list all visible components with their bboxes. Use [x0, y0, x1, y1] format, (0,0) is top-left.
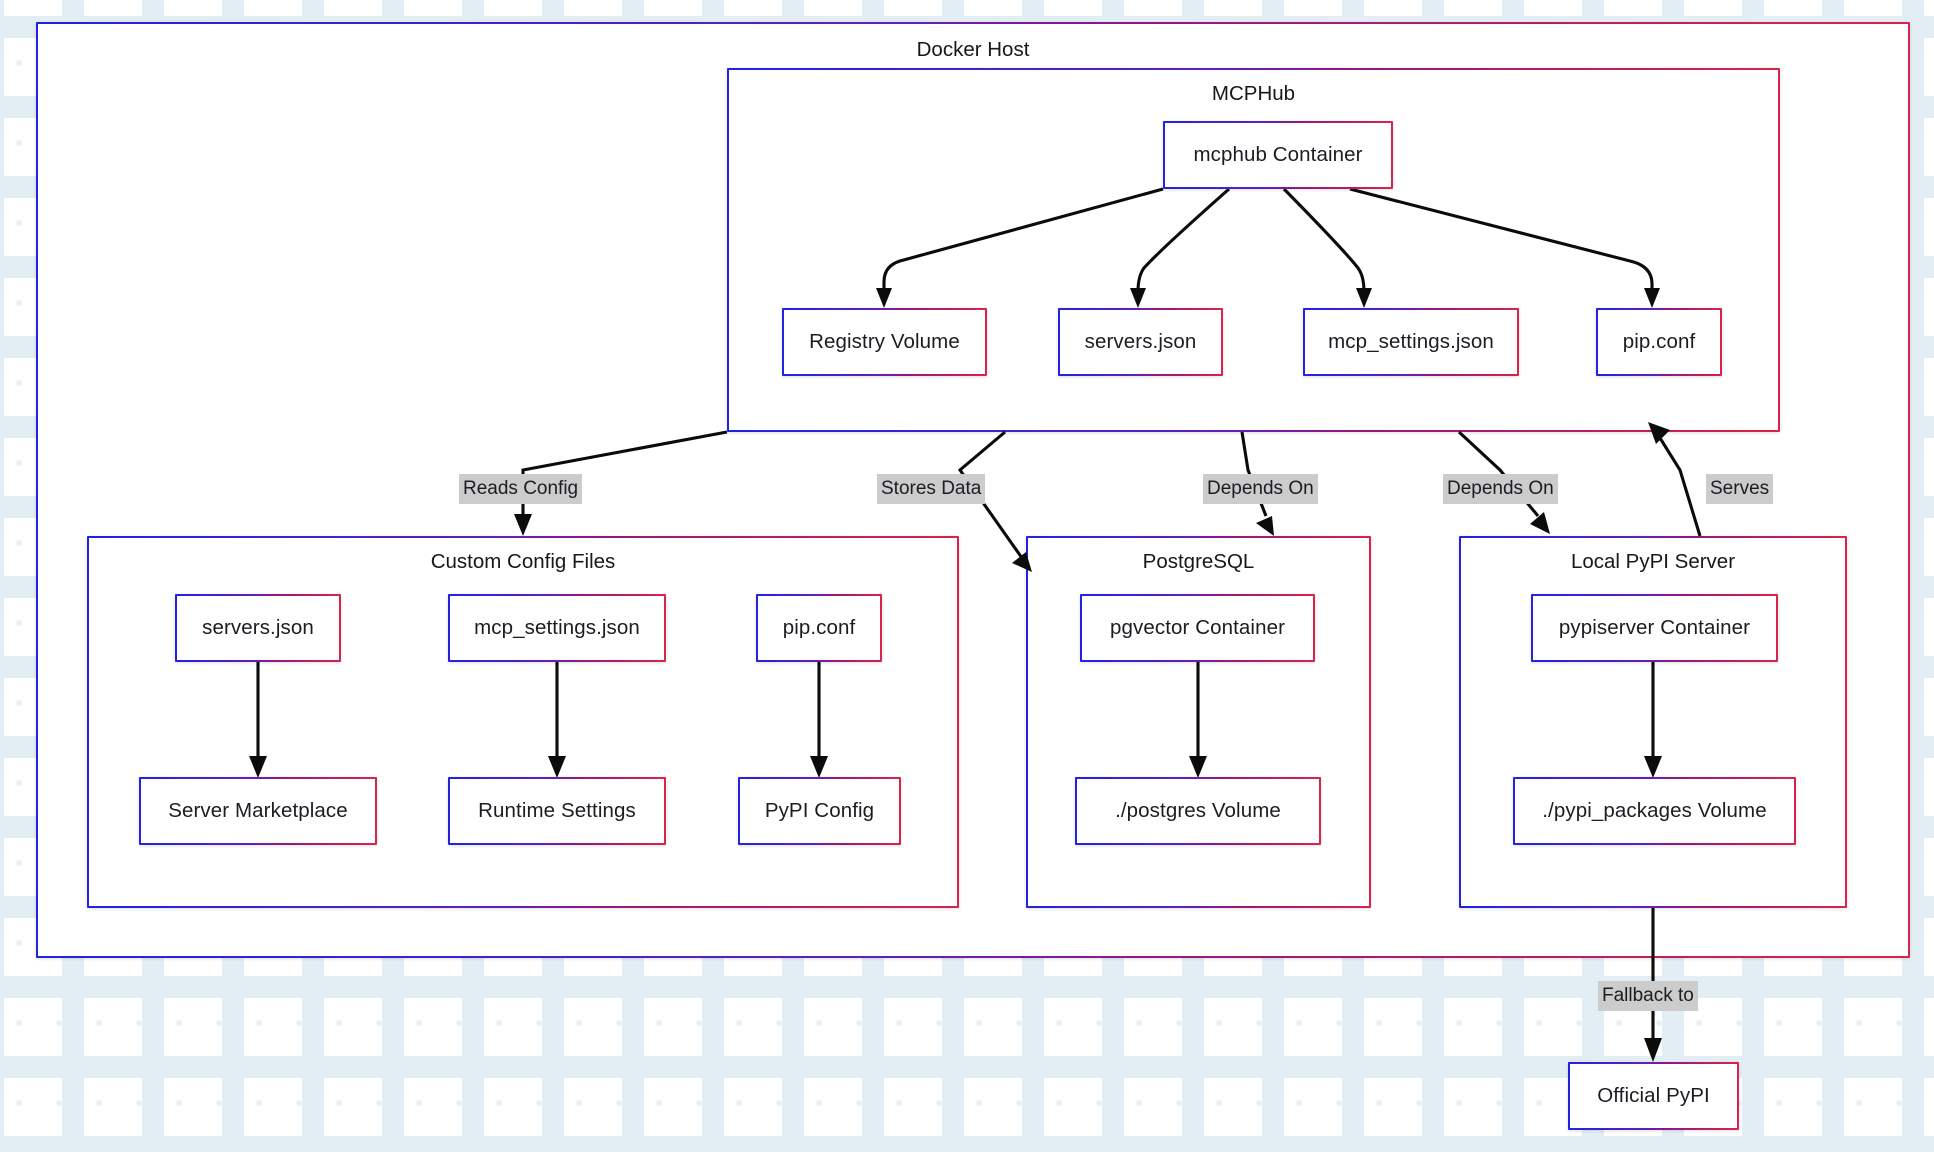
edge-label-depends-on-local-pypi: Depends On — [1443, 474, 1558, 504]
node-runtime-settings-label: Runtime Settings — [478, 799, 636, 822]
node-registry-volume[interactable]: Registry Volume — [782, 308, 987, 376]
node-pip-conf-config-label: pip.conf — [782, 616, 856, 639]
node-server-marketplace-label: Server Marketplace — [168, 799, 348, 822]
node-pip-conf-hub[interactable]: pip.conf — [1596, 308, 1722, 376]
node-pypi-config-label: PyPI Config — [764, 799, 875, 822]
node-official-pypi-label: Official PyPI — [1597, 1084, 1710, 1107]
node-mcp-settings-json-config-label: mcp_settings.json — [474, 616, 640, 639]
node-postgres-volume-label: ./postgres Volume — [1115, 799, 1281, 822]
node-pypiserver-container[interactable]: pypiserver Container — [1531, 594, 1778, 662]
node-mcp-settings-json-hub[interactable]: mcp_settings.json — [1303, 308, 1519, 376]
cluster-postgresql-title: PostgreSQL — [1142, 550, 1255, 573]
cluster-mcphub-title: MCPHub — [1211, 82, 1296, 105]
node-mcphub-container-label: mcphub Container — [1193, 143, 1363, 166]
node-runtime-settings[interactable]: Runtime Settings — [448, 777, 666, 845]
node-servers-json-hub-label: servers.json — [1084, 330, 1197, 353]
edge-label-serves: Serves — [1706, 474, 1774, 504]
cluster-docker-host-title: Docker Host — [916, 38, 1030, 61]
node-mcp-settings-json-hub-label: mcp_settings.json — [1328, 330, 1494, 353]
node-pip-conf-config[interactable]: pip.conf — [756, 594, 882, 662]
node-servers-json-config[interactable]: servers.json — [175, 594, 341, 662]
node-pypi-config[interactable]: PyPI Config — [738, 777, 901, 845]
node-mcp-settings-json-config[interactable]: mcp_settings.json — [448, 594, 666, 662]
node-servers-json-config-label: servers.json — [202, 616, 314, 639]
node-registry-volume-label: Registry Volume — [809, 330, 960, 353]
node-postgres-volume[interactable]: ./postgres Volume — [1075, 777, 1321, 845]
node-pgvector-container[interactable]: pgvector Container — [1080, 594, 1315, 662]
node-mcphub-container[interactable]: mcphub Container — [1163, 121, 1393, 189]
node-pgvector-container-label: pgvector Container — [1109, 616, 1285, 639]
node-pypi-packages-volume[interactable]: ./pypi_packages Volume — [1513, 777, 1796, 845]
node-official-pypi[interactable]: Official PyPI — [1568, 1062, 1739, 1130]
node-pip-conf-hub-label: pip.conf — [1622, 330, 1696, 353]
cluster-custom-config-files-title: Custom Config Files — [430, 550, 616, 573]
edge-label-stores-data: Stores Data — [877, 474, 986, 504]
cluster-local-pypi-server-title: Local PyPI Server — [1570, 550, 1736, 573]
node-pypiserver-container-label: pypiserver Container — [1558, 616, 1751, 639]
node-servers-json-hub[interactable]: servers.json — [1058, 308, 1223, 376]
node-pypi-packages-volume-label: ./pypi_packages Volume — [1542, 799, 1767, 822]
edge-label-fallback-to: Fallback to — [1598, 981, 1698, 1011]
edge-label-reads-config: Reads Config — [459, 474, 583, 504]
node-server-marketplace[interactable]: Server Marketplace — [139, 777, 377, 845]
edge-label-depends-on-postgresql: Depends On — [1203, 474, 1318, 504]
